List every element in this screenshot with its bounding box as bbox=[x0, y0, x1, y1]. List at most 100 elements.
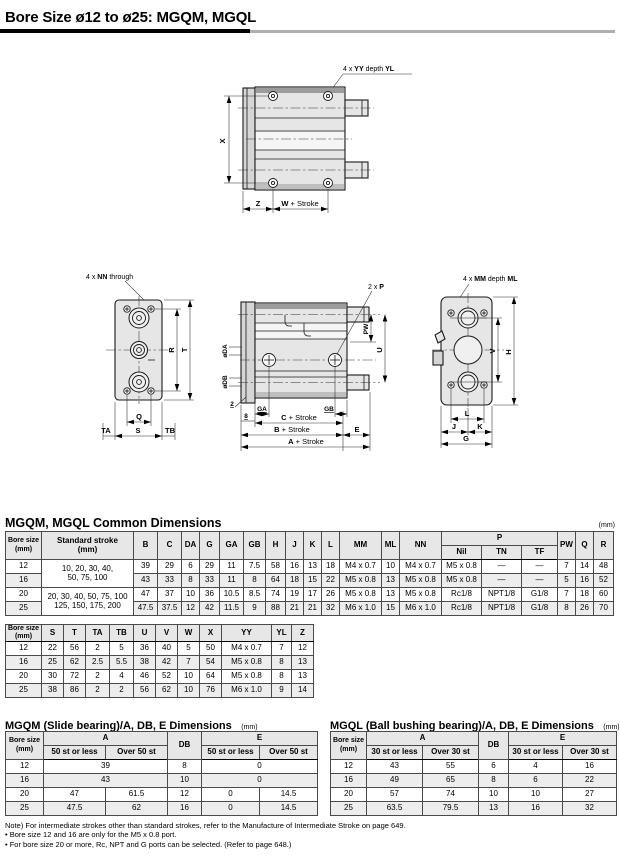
col-header-bore: Bore size(mm) bbox=[5, 531, 42, 560]
col-header: X bbox=[199, 623, 222, 643]
callout-port: 2 x P bbox=[368, 284, 384, 291]
callout-nn: 4 x NN through bbox=[86, 274, 133, 281]
dim-cell: 12 bbox=[167, 787, 202, 802]
col-header: Nil bbox=[441, 545, 482, 560]
col-header: YL bbox=[271, 623, 292, 643]
header-row: Bore size(mm) A DB E bbox=[330, 731, 617, 760]
stroke-line: 125, 150, 175, 200 bbox=[54, 600, 121, 610]
dim-cell: 47.5 bbox=[133, 601, 158, 616]
dim-c-stroke: C + Stroke bbox=[281, 413, 317, 422]
col-header-bore: Bore size(mm) bbox=[5, 623, 42, 643]
col-subheader: 30 st or less bbox=[508, 745, 563, 760]
dim-cell: 86 bbox=[63, 683, 86, 699]
dim-cell: 18 bbox=[321, 559, 340, 574]
dim-r: R bbox=[167, 347, 176, 353]
dim-cell: 26 bbox=[321, 587, 340, 602]
dim-cell: 10 bbox=[181, 587, 200, 602]
section-title: MGQM (Slide bearing)/A, DB, E Dimensions bbox=[5, 720, 232, 732]
col-header: R bbox=[593, 531, 614, 560]
dim-cell: 17 bbox=[303, 587, 322, 602]
stroke-line: 50, 75, 100 bbox=[67, 572, 108, 582]
dim-cell: NPT1/8 bbox=[481, 587, 522, 602]
dim-cell: 11 bbox=[219, 573, 244, 588]
dim-cell: M6 x 1.0 bbox=[339, 601, 382, 616]
col-header-e: E bbox=[201, 731, 318, 746]
dim-cell: 2 bbox=[85, 683, 110, 699]
dim-cell: 12 bbox=[181, 601, 200, 616]
bore-size: 25 bbox=[5, 683, 42, 699]
header-text: (mm) bbox=[77, 545, 98, 555]
dim-cell: 5.5 bbox=[109, 655, 134, 671]
col-subheader: 50 st or less bbox=[43, 745, 106, 760]
bore-size: 16 bbox=[5, 573, 42, 588]
col-header: K bbox=[303, 531, 322, 560]
dim-cell: 9 bbox=[271, 683, 292, 699]
callout-part: 4 x bbox=[343, 66, 354, 73]
dim-cell: 43 bbox=[133, 573, 158, 588]
dim-part: A bbox=[288, 437, 294, 446]
dim-cell: 4 bbox=[109, 669, 134, 685]
dim-cell: 50 bbox=[199, 641, 222, 657]
dim-cell: 13 bbox=[478, 801, 509, 816]
dim-cell: 8 bbox=[243, 573, 266, 588]
col-subheader: Over 50 st bbox=[259, 745, 318, 760]
bore-size: 12 bbox=[5, 759, 44, 774]
dim-cell: 26 bbox=[575, 601, 594, 616]
note-line: • For bore size 20 or more, Rc, NPT and … bbox=[5, 839, 292, 849]
dim-cell: 2 bbox=[85, 641, 110, 657]
dim-cell: M5 x 0.8 bbox=[339, 573, 382, 588]
dim-cell: M5 x 0.8 bbox=[441, 573, 482, 588]
dim-k: K bbox=[477, 422, 483, 431]
dim-cell: 18 bbox=[285, 573, 304, 588]
dim-cell: 32 bbox=[562, 801, 617, 816]
dim-cell: 36 bbox=[199, 587, 220, 602]
dim-cell: 47.5 bbox=[43, 801, 106, 816]
orthographic-views-drawing: 4 x NN through R T Q S TA bbox=[86, 274, 518, 451]
col-header: S bbox=[41, 623, 64, 643]
dim-cell: 10 bbox=[381, 559, 400, 574]
dim-cell: 33 bbox=[157, 573, 182, 588]
dim-cell: 8 bbox=[557, 601, 576, 616]
col-header: J bbox=[285, 531, 304, 560]
dim-gb: GB bbox=[324, 406, 334, 413]
side-body bbox=[254, 302, 348, 399]
dim-cell: M5 x 0.8 bbox=[221, 655, 272, 671]
dim-cell: 10 bbox=[177, 683, 200, 699]
dim-cell: 16 bbox=[575, 573, 594, 588]
dim-cell: 39 bbox=[43, 759, 168, 774]
page-title: Bore Size ø12 to ø25: MGQM, MGQL bbox=[5, 9, 256, 26]
dim-w-stroke: W + Stroke bbox=[281, 199, 318, 208]
table-row: 16 49 65 8 6 22 bbox=[330, 773, 617, 788]
dim-cell: 16 bbox=[562, 759, 617, 774]
cushion-detail bbox=[284, 315, 292, 327]
dim-cell: M5 x 0.8 bbox=[339, 587, 382, 602]
dim-cell: Rc1/8 bbox=[441, 587, 482, 602]
dim-cell: 10 bbox=[508, 787, 563, 802]
dim-cell: 7 bbox=[177, 655, 200, 671]
dim-cell: 37.5 bbox=[157, 601, 182, 616]
header-text: (mm) bbox=[14, 545, 33, 553]
dim-cell: 21 bbox=[303, 601, 322, 616]
unit-label: (mm) bbox=[241, 724, 258, 731]
col-header: GA bbox=[219, 531, 244, 560]
col-header: PW bbox=[557, 531, 576, 560]
dim-cell: M5 x 0.8 bbox=[221, 669, 272, 685]
dim-db: øDB bbox=[222, 375, 229, 389]
title-rule-gray bbox=[250, 30, 615, 33]
dim-h: H bbox=[504, 349, 513, 354]
dim-8: 8 bbox=[244, 413, 248, 420]
dim-cell: 0 bbox=[201, 759, 318, 774]
dim-cell: 52 bbox=[155, 669, 178, 685]
dim-cell: 42 bbox=[199, 601, 220, 616]
dim-cell: 61.5 bbox=[105, 787, 168, 802]
callout-part: through bbox=[107, 274, 133, 281]
wrench-flat-tab bbox=[434, 330, 446, 344]
dim-cell: 12 bbox=[291, 641, 314, 657]
dim-cell: 5 bbox=[177, 641, 200, 657]
dim-u: U bbox=[375, 347, 384, 352]
dim-cell: 21 bbox=[285, 601, 304, 616]
dim-cell: 13 bbox=[291, 669, 314, 685]
